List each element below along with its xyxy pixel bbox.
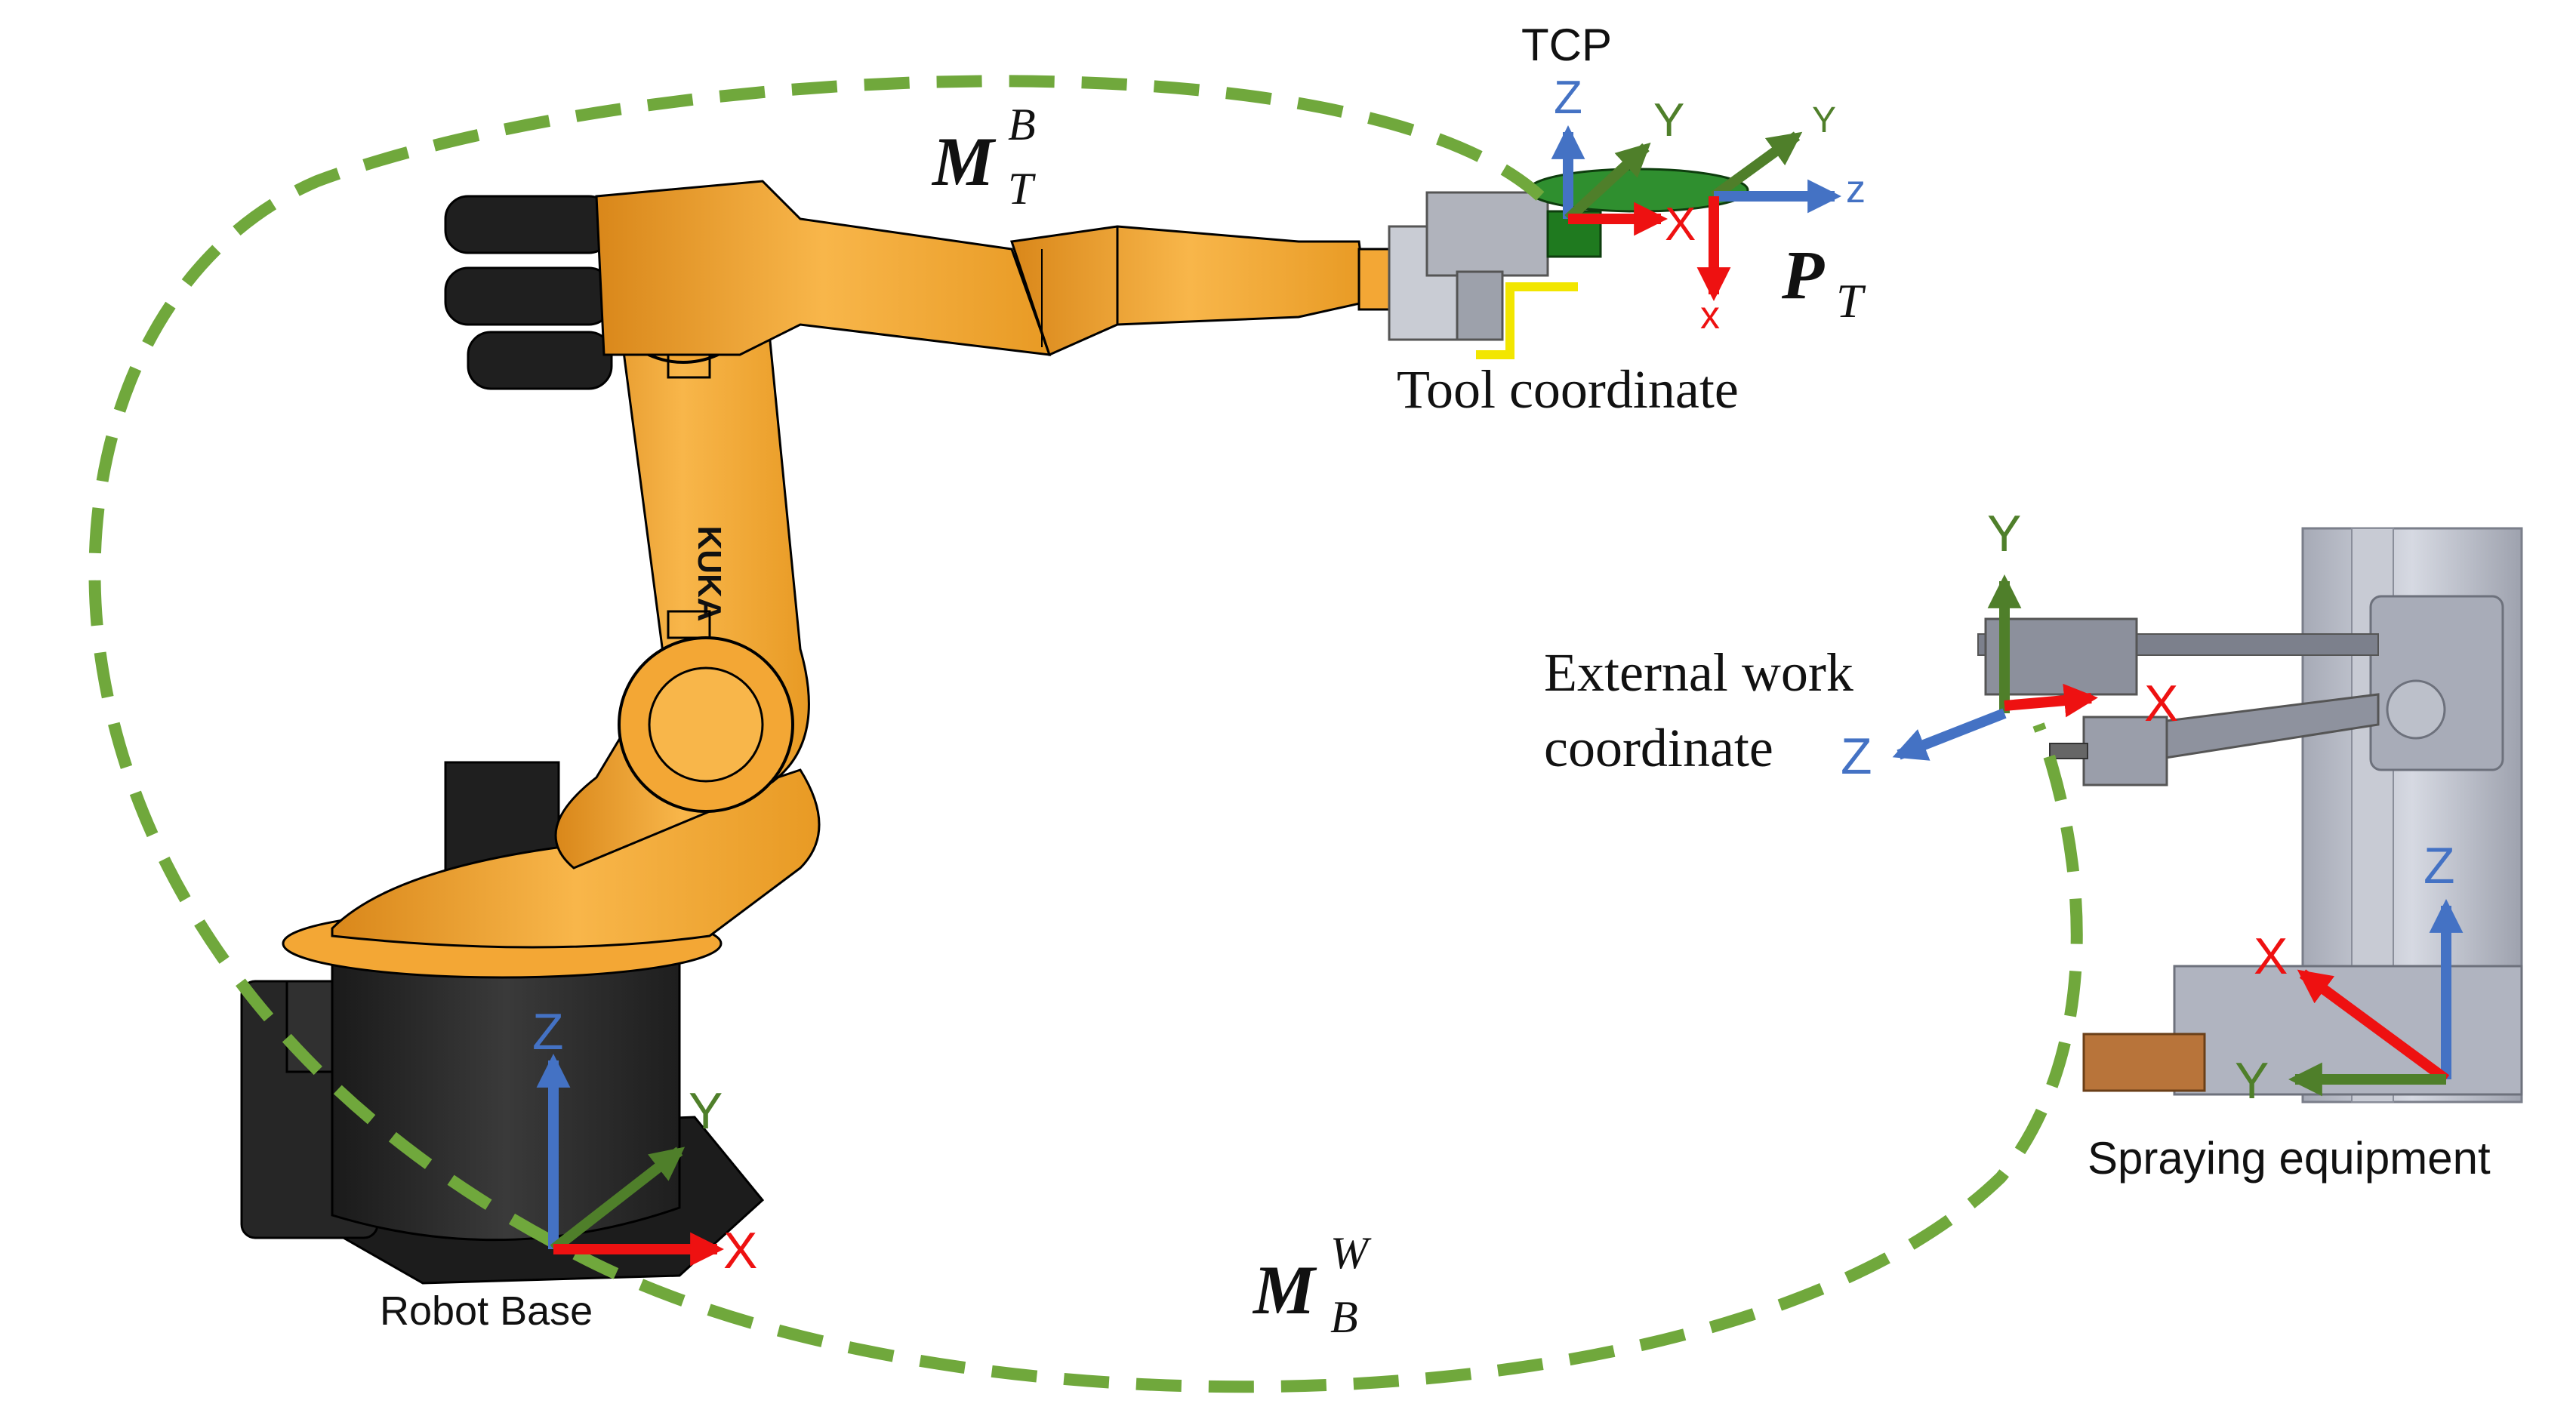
wrist-flange — [1357, 248, 1391, 311]
pt-z-label: z — [1846, 168, 1866, 211]
work-x-label: X — [2144, 675, 2178, 732]
spraying-equipment-label: Spraying equipment — [2088, 1133, 2491, 1184]
base-y-axis — [550, 1147, 686, 1254]
equip-x-axis — [2297, 969, 2450, 1084]
equipment-gun — [2082, 716, 2168, 786]
equipment-nozzle — [2049, 743, 2088, 759]
arm-plate-2 — [667, 610, 711, 639]
equipment-copper-part — [2082, 1033, 2206, 1092]
transform-m-tb: M B T — [931, 100, 1036, 214]
equipment-frame: Z X Y — [2235, 837, 2464, 1110]
robot-upper-arm — [595, 180, 1052, 356]
tool-holder — [1456, 270, 1504, 341]
tcp-z-label: Z — [1554, 72, 1582, 124]
work-z-axis — [1892, 708, 2007, 761]
m-tb-sup: B — [1008, 100, 1036, 149]
equip-x-label: X — [2254, 928, 2288, 985]
motor-cylinder-3 — [467, 331, 613, 390]
equipment-knob — [2386, 679, 2446, 740]
spraying-equipment — [1977, 527, 2523, 1103]
work-z-label: Z — [1841, 728, 1872, 785]
tool-body — [1425, 191, 1549, 277]
transform-m-bw: M W B — [1252, 1228, 1372, 1342]
p-t-sub: T — [1836, 274, 1866, 328]
robot-base-frame: Z Y X — [532, 1003, 757, 1279]
m-bw-sup: W — [1330, 1228, 1372, 1278]
tcp-y-axis — [1564, 142, 1651, 223]
transform-loop-dashed — [88, 75, 2083, 1393]
tool-yellow-bracket — [1476, 282, 1578, 359]
equip-y-label: Y — [2235, 1052, 2269, 1110]
m-tb-sub: T — [1008, 164, 1036, 214]
equipment-clamp — [2369, 595, 2504, 771]
transform-p-t: P T — [1781, 236, 1866, 328]
pt-frame: Y z x — [1696, 100, 1866, 337]
external-work-label-line1: External work — [1544, 642, 1853, 703]
tcp-y-label: Y — [1653, 94, 1684, 146]
robot-base-label: Robot Base — [380, 1288, 593, 1334]
external-work-label-line2: coordinate — [1544, 718, 1773, 778]
base-x-label: X — [723, 1222, 757, 1279]
external-work-frame: Y X Z — [1841, 505, 2178, 785]
equipment-gun-holder — [1984, 617, 2138, 696]
m-bw-sub: B — [1330, 1292, 1358, 1342]
base-y-label: Y — [689, 1082, 723, 1140]
p-t-base: P — [1781, 236, 1825, 313]
tool-coordinate-label: Tool coordinate — [1397, 359, 1739, 420]
equip-z-label: Z — [2423, 837, 2455, 894]
m-bw-base: M — [1252, 1251, 1317, 1328]
equipment-base — [2173, 965, 2523, 1096]
robot-base-cylinder — [331, 942, 681, 1242]
robot-wrist — [1010, 225, 1368, 357]
motor-cylinder-1 — [444, 195, 613, 254]
work-y-label: Y — [1987, 505, 2021, 562]
motor-cylinder-2 — [444, 266, 613, 326]
m-tb-base: M — [931, 123, 997, 200]
pt-y-label: Y — [1812, 100, 1836, 140]
tcp-x-label: X — [1665, 199, 1696, 251]
base-z-label: Z — [532, 1003, 564, 1060]
pt-x-label: x — [1700, 294, 1720, 337]
tcp-frame: Z Y X — [1551, 72, 1696, 251]
pt-y-axis — [1710, 131, 1803, 201]
tcp-label: TCP — [1521, 20, 1612, 70]
kuka-logo: KUKA — [691, 525, 728, 621]
kuka-robot: KUKA — [240, 180, 1391, 1285]
work-x-axis — [2004, 683, 2098, 718]
axis2-joint-inner — [648, 666, 764, 783]
